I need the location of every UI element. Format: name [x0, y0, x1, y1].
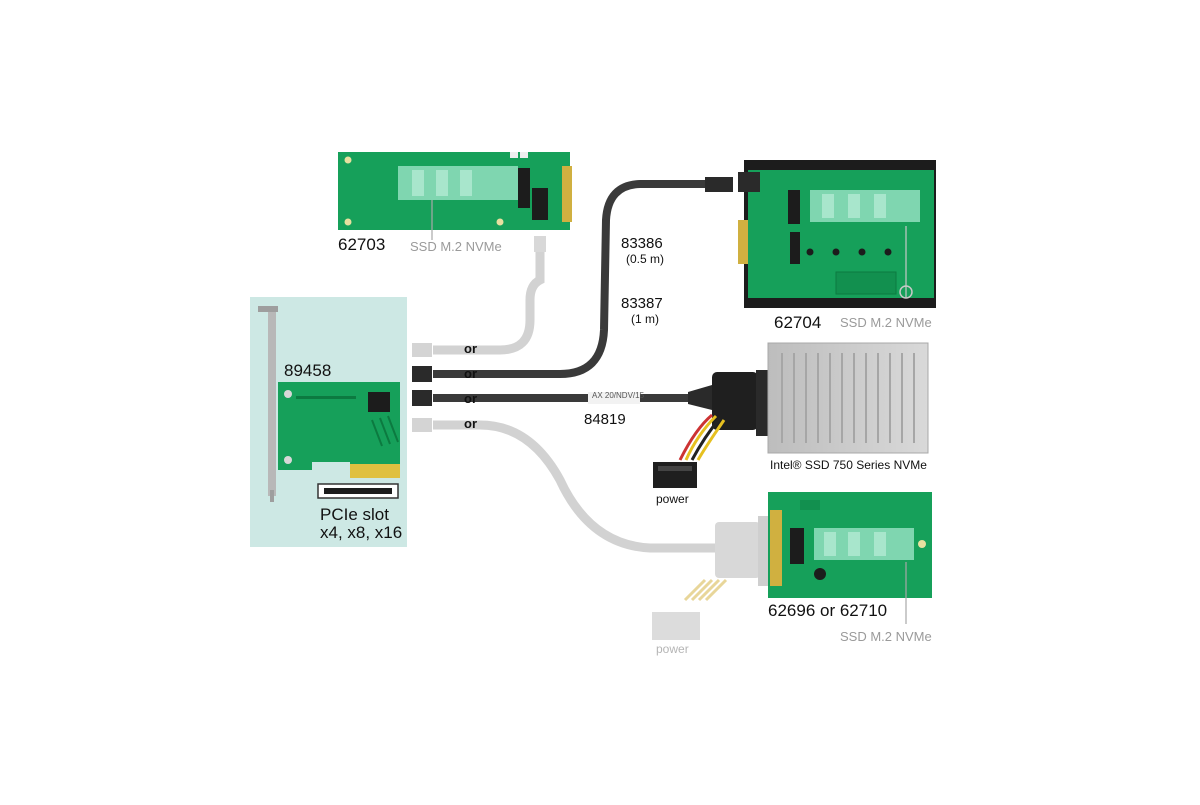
label-intel-ssd: Intel® SSD 750 Series NVMe	[770, 458, 927, 472]
label-62696: 62696 or 62710	[768, 601, 888, 620]
sata-power-connector	[653, 462, 697, 488]
pcie-bracket	[258, 306, 278, 502]
card-62704	[738, 160, 936, 308]
faded-cable-to-62703	[412, 236, 546, 357]
label-pcie-slot: PCIe slot	[320, 505, 389, 524]
label-62703: 62703	[338, 235, 386, 254]
label-power-faded: power	[656, 642, 689, 656]
label-84819: 84819	[584, 411, 626, 428]
cable-83386-83387	[412, 177, 733, 382]
label-83386: 83386	[621, 235, 663, 252]
faded-cable-to-62696	[412, 418, 770, 640]
card-62703	[338, 152, 572, 240]
pcie-card-89458	[278, 382, 400, 478]
u2-connector	[678, 370, 768, 461]
label-89458: 89458	[284, 361, 332, 380]
cable-84819-print: AX 20/NDV/15	[592, 391, 645, 400]
label-power: power	[656, 492, 689, 506]
label-83387-length: (1 m)	[631, 312, 659, 326]
cable-84819	[412, 390, 705, 406]
label-62704: 62704	[774, 313, 822, 332]
or-label-2: or	[464, 366, 477, 381]
or-label-4: or	[464, 416, 477, 431]
label-62696-ssd: SSD M.2 NVMe	[840, 629, 932, 644]
or-label-3: or	[464, 391, 477, 406]
label-pcie-widths: x4, x8, x16	[320, 523, 403, 542]
label-62704-ssd: SSD M.2 NVMe	[840, 315, 932, 330]
pcie-slot-connector	[317, 483, 399, 499]
card-62696	[768, 492, 932, 624]
label-62703-ssd: SSD M.2 NVMe	[410, 239, 502, 254]
label-83387: 83387	[621, 295, 663, 312]
intel-ssd-750	[767, 342, 929, 454]
label-83386-length: (0.5 m)	[626, 252, 665, 266]
or-label-1: or	[464, 341, 477, 356]
